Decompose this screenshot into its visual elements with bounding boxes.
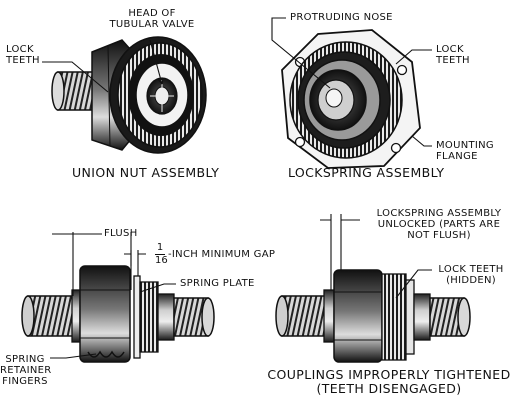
retainer-line-2: RETAINER — [0, 365, 52, 376]
unlocked-line-1: LOCKSPRING ASSEMBLY — [376, 208, 502, 219]
minimum-gap-label: -INCH MINIMUM GAP — [168, 249, 276, 260]
tightened-coupling-drawing — [21, 265, 215, 363]
improper-coupling-drawing — [275, 269, 471, 363]
head-of-tubular-valve-label: HEAD OF TUBULAR VALVE — [106, 8, 198, 30]
lock-label-line-2: TEETH — [436, 55, 470, 66]
lockspring-drawing — [281, 29, 421, 169]
lock-label-line-2: TEETH — [6, 55, 40, 66]
unlocked-line-3: NOT FLUSH) — [407, 230, 471, 241]
improper-caption-line-1: COUPLINGS IMPROPERLY TIGHTENED — [267, 367, 511, 382]
mounting-flange-label: MOUNTING FLANGE — [436, 140, 494, 162]
spring-retainer-fingers-label: SPRING RETAINER FINGERS — [0, 354, 52, 387]
protruding-nose-label: PROTRUDING NOSE — [290, 12, 393, 23]
lock-label-line-1: LOCK — [6, 44, 34, 55]
flush-label: FLUSH — [104, 228, 138, 239]
gap-fraction-bar — [155, 254, 165, 255]
gap-fraction-denominator: 16 — [155, 255, 168, 266]
union-nut-caption: UNION NUT ASSEMBLY — [72, 165, 220, 180]
retainer-line-3: FINGERS — [2, 376, 48, 387]
gap-fraction-numerator: 1 — [156, 242, 164, 253]
unlocked-line-2: UNLOCKED (PARTS ARE — [377, 219, 501, 230]
lock-teeth-label-left: LOCK TEETH — [6, 44, 40, 66]
flange-label-line-2: FLANGE — [436, 151, 478, 162]
head-label-line-1: HEAD OF — [128, 8, 176, 19]
leader-lines — [42, 17, 432, 359]
improper-caption: COUPLINGS IMPROPERLY TIGHTENED (TEETH DI… — [262, 368, 516, 396]
teeth-line-2: (HIDDEN) — [446, 275, 496, 286]
lock-teeth-label-right: LOCK TEETH — [436, 44, 470, 66]
lockspring-caption: LOCKSPRING ASSEMBLY — [288, 165, 445, 180]
flange-label-line-1: MOUNTING — [436, 140, 494, 151]
improper-caption-line-2: (TEETH DISENGAGED) — [316, 381, 462, 396]
head-label-line-2: TUBULAR VALVE — [109, 19, 195, 30]
lock-label-line-1: LOCK — [436, 44, 464, 55]
retainer-line-1: SPRING — [5, 354, 45, 365]
spring-plate-label: SPRING PLATE — [180, 278, 255, 289]
teeth-line-1: LOCK TEETH — [438, 264, 504, 275]
union-nut-drawing — [51, 36, 207, 154]
lock-teeth-hidden-label: LOCK TEETH (HIDDEN) — [434, 264, 508, 286]
lockspring-unlocked-label: LOCKSPRING ASSEMBLY UNLOCKED (PARTS ARE … — [364, 208, 514, 241]
